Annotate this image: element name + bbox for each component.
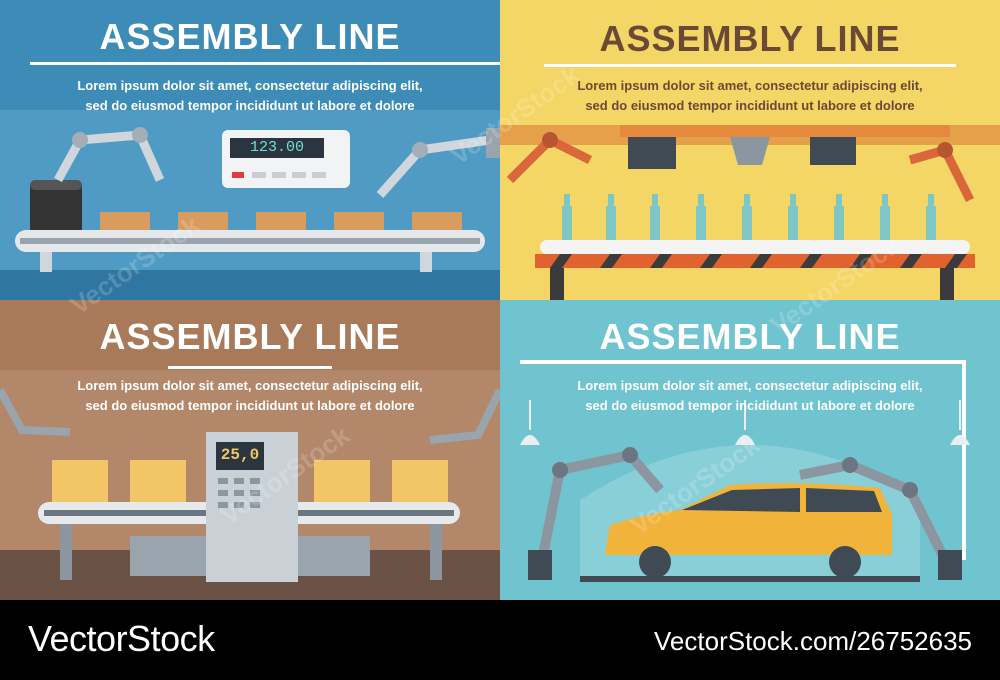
panel-description-line1: Lorem ipsum dolor sit amet, consectetur … (77, 78, 423, 93)
panel-description-line1: Lorem ipsum dolor sit amet, consectetur … (77, 378, 423, 393)
car-assembly-illustration (520, 360, 970, 582)
panel-description-line1: Lorem ipsum dolor sit amet, consectetur … (577, 78, 923, 93)
assembly-banner-yellow: ASSEMBLY LINE Lorem ipsum dolor sit amet… (500, 0, 1000, 300)
panel-title: ASSEMBLY LINE (599, 18, 901, 59)
panel-title: ASSEMBLY LINE (599, 316, 901, 357)
panel-description-line2: sed do eiusmod tempor incididunt ut labo… (85, 98, 415, 113)
panel-description-line2: sed do eiusmod tempor incididunt ut labo… (85, 398, 415, 413)
assembly-banner-blue: 123.00 ASSEMBLY LINE Lorem ipsum dolor s… (0, 0, 500, 300)
title-divider (168, 366, 332, 369)
scale-display-readout: 123.00 (249, 139, 304, 156)
bottle-line-illustration (500, 125, 1000, 300)
panel-title: ASSEMBLY LINE (99, 316, 401, 357)
packaging-line-illustration (0, 370, 500, 600)
stock-image-id: VectorStock.com/26752635 (654, 626, 972, 656)
title-divider (544, 64, 956, 67)
panel-description-line1: Lorem ipsum dolor sit amet, consectetur … (577, 378, 923, 393)
panel-description-line2: sed do eiusmod tempor incididunt ut labo… (585, 398, 915, 413)
panel-title: ASSEMBLY LINE (99, 16, 401, 57)
title-divider (30, 62, 500, 65)
conveyor-boxes-illustration (0, 110, 500, 300)
assembly-banner-brown: 25,0 ASSEMBLY LINE Lorem ipsum dolor sit… (0, 300, 500, 600)
assembly-banner-teal: ASSEMBLY LINE Lorem ipsum dolor sit amet… (500, 300, 1000, 600)
vectorstock-logo: VectorStock (28, 618, 215, 659)
panel-description-line2: sed do eiusmod tempor incididunt ut labo… (585, 98, 915, 113)
machine-display-readout: 25,0 (220, 446, 260, 464)
stock-footer: VectorStock VectorStock.com/26752635 (0, 600, 1000, 680)
